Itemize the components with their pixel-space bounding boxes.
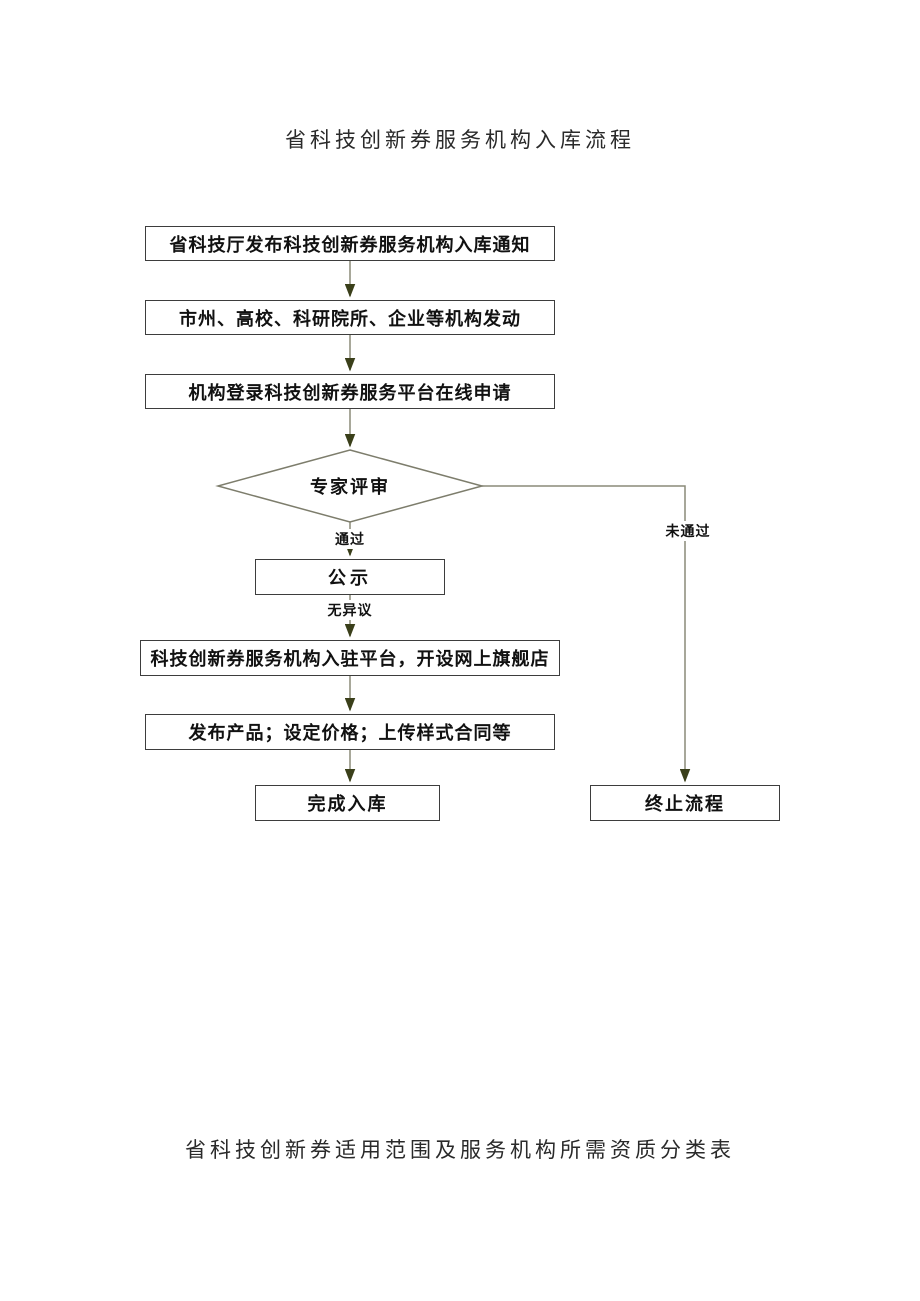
flowchart: 省科技厅发布科技创新券服务机构入库通知 市州、高校、科研院所、企业等机构发动 机… (140, 226, 780, 821)
edge-label-pass: 通过 (332, 529, 368, 549)
edge-review-to-terminate (482, 485, 691, 783)
edge-label-fail: 未通过 (662, 521, 714, 541)
node-settle: 科技创新券服务机构入驻平台，开设网上旗舰店 (140, 640, 560, 676)
node-complete: 完成入库 (255, 785, 440, 821)
node-expert-review: 专家评审 (310, 477, 390, 497)
flowchart-connectors (215, 261, 691, 783)
node-publicity: 公示 (255, 559, 445, 595)
node-notice: 省科技厅发布科技创新券服务机构入库通知 (145, 226, 555, 261)
flowchart-title: 省科技创新券服务机构入库流程 (285, 128, 635, 152)
node-terminate: 终止流程 (590, 785, 780, 821)
node-products: 发布产品；设定价格；上传样式合同等 (145, 714, 555, 750)
node-mobilize: 市州、高校、科研院所、企业等机构发动 (145, 300, 555, 335)
decision-diamond-shape (215, 449, 485, 523)
node-apply: 机构登录科技创新券服务平台在线申请 (145, 374, 555, 409)
edge-label-no-objection: 无异议 (324, 600, 376, 620)
classification-table-title: 省科技创新券适用范围及服务机构所需资质分类表 (185, 1138, 735, 1162)
